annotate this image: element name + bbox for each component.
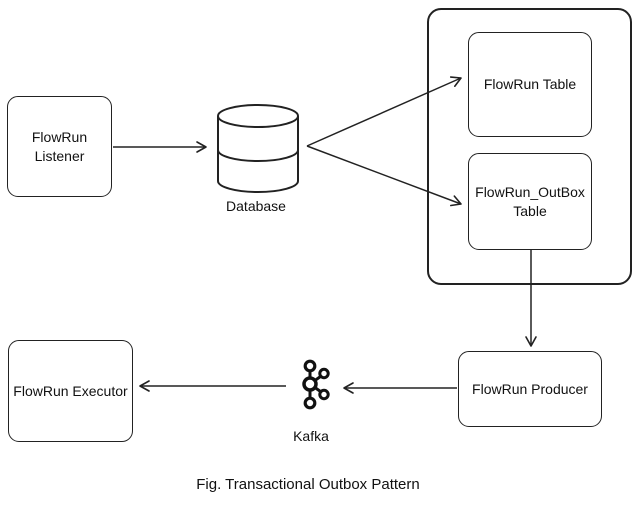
kafka-label: Kafka — [293, 428, 329, 444]
node-flowrun-listener-label: FlowRun Listener — [31, 129, 88, 164]
node-flowrun-outbox-table: FlowRun_OutBox Table — [468, 153, 592, 250]
node-flowrun-producer-label: FlowRun Producer — [472, 380, 588, 397]
tables-group-container — [427, 8, 632, 285]
node-flowrun-producer: FlowRun Producer — [458, 351, 602, 427]
node-flowrun-table-label: FlowRun Table — [483, 76, 577, 93]
node-flowrun-executor-label: FlowRun Executor — [13, 382, 128, 399]
node-flowrun-executor: FlowRun Executor — [8, 340, 133, 442]
figure-caption: Fig. Transactional Outbox Pattern — [196, 476, 420, 493]
database-label: Database — [226, 198, 286, 214]
node-flowrun-outbox-table-label: FlowRun_OutBox Table — [475, 184, 585, 219]
node-flowrun-table: FlowRun Table — [468, 32, 592, 137]
database-cylinder-icon — [217, 104, 299, 193]
node-flowrun-listener: FlowRun Listener — [7, 96, 112, 197]
kafka-logo-icon — [302, 359, 330, 410]
